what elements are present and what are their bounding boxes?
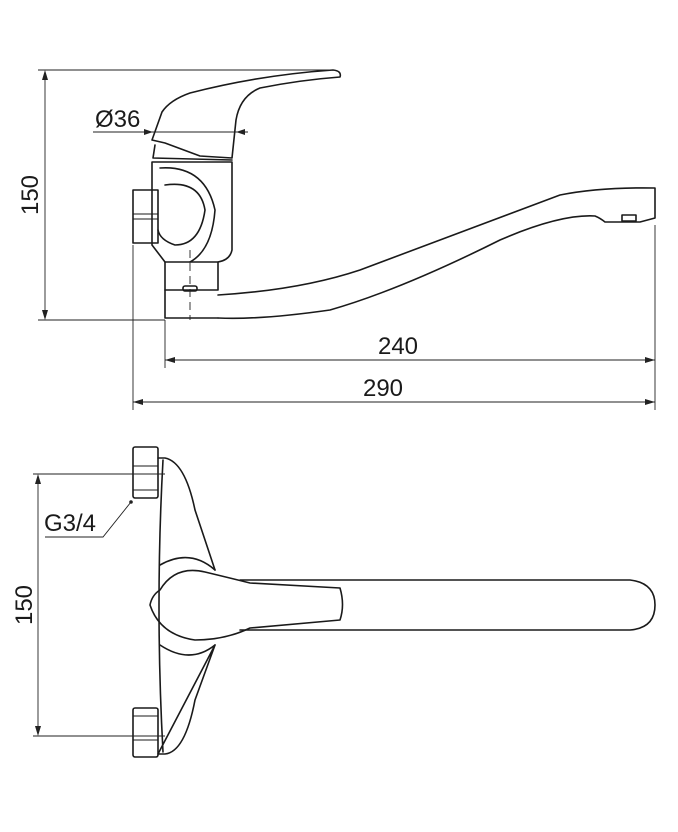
height-dim-label: 150: [17, 175, 44, 215]
overall-length-dim-label: 290: [363, 375, 403, 402]
handle-base: [152, 144, 233, 161]
lower-body: [164, 261, 219, 319]
top-height-dim-label: 150: [11, 585, 38, 625]
spout-length-dim-label: 240: [378, 333, 418, 360]
valve-body: [151, 161, 233, 263]
lever-top: [149, 569, 344, 641]
top-view: 150 G3/4: [11, 446, 656, 758]
wall-plate: [157, 457, 216, 755]
side-view: 150 Ø36 240 290: [17, 69, 656, 410]
spout-outlet: [621, 214, 637, 222]
spout: [217, 187, 656, 320]
lever-handle: [151, 69, 342, 159]
hex-nut-top: [132, 446, 159, 499]
spout-top: [239, 579, 656, 631]
body-recess: [157, 167, 216, 263]
thread-label: G3/4: [44, 510, 96, 537]
hex-nut: [132, 189, 159, 244]
hex-nut-bottom: [132, 707, 159, 758]
diameter-dim-label: Ø36: [95, 106, 140, 133]
